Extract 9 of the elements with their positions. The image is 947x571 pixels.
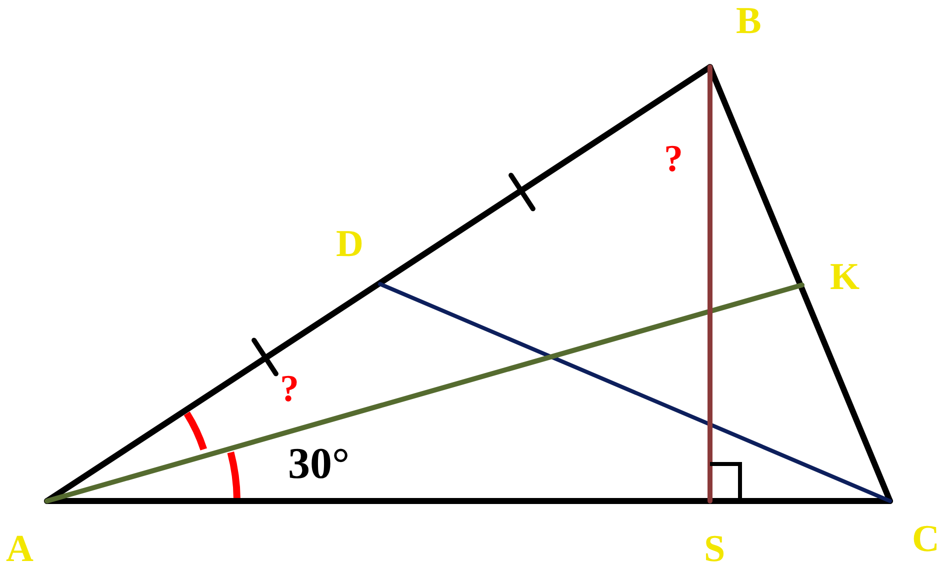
unknown-mark: ? [664, 140, 683, 178]
vertex-label: B [736, 2, 762, 40]
vertex-label: D [336, 225, 364, 263]
vertex-label: C [912, 520, 940, 558]
vertex-label: K [830, 258, 860, 296]
angle-label: 30° [288, 442, 350, 486]
vertex-label: S [704, 530, 726, 568]
vertex-label: A [6, 530, 34, 568]
unknown-mark: ? [280, 370, 299, 408]
